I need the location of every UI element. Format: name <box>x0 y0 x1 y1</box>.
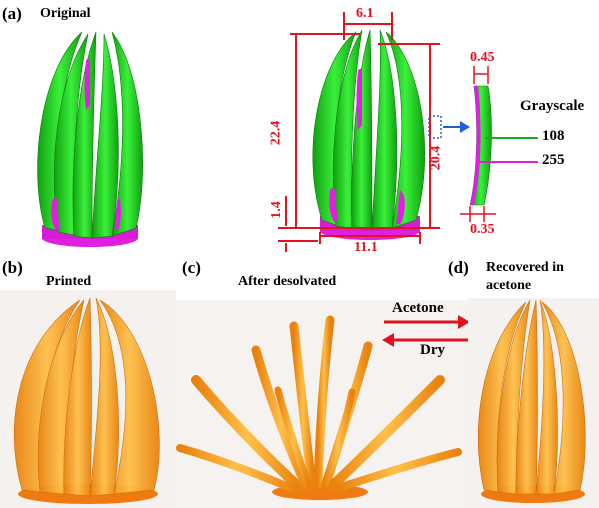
selection-box <box>428 115 442 139</box>
panel-c-caption: After desolvated <box>238 274 337 289</box>
strip-dimension-lines <box>460 66 496 222</box>
dim-base-height: 1.4 <box>268 201 284 219</box>
panel-b-caption: Printed <box>46 274 92 289</box>
process-backward-label: Dry <box>420 342 445 358</box>
dim-strip-top: 0.45 <box>470 50 495 65</box>
grayscale-value-green: 108 <box>542 128 565 144</box>
dimension-lines <box>278 12 440 252</box>
strip-cross-section <box>469 85 492 206</box>
grayscale-title: Grayscale <box>520 98 585 114</box>
panel-d-letter: (d) <box>448 258 469 277</box>
original-cage-model <box>37 31 143 247</box>
process-arrows <box>382 315 470 347</box>
panel-d-caption-line2: acetone <box>486 278 532 293</box>
dim-base-width: 11.1 <box>354 240 378 255</box>
dim-strip-bottom: 0.35 <box>470 222 495 237</box>
panel-c-letter: (c) <box>182 258 201 277</box>
panel-b-letter: (b) <box>2 258 23 277</box>
dim-height-inner: 20.4 <box>428 145 444 171</box>
grayscale-value-magenta: 255 <box>542 152 565 168</box>
printed-cage-photo <box>0 290 176 508</box>
panel-a-caption: Original <box>40 6 91 21</box>
dimensioned-cage-model <box>312 29 425 240</box>
recovered-cage-photo <box>468 298 599 508</box>
zoom-arrow <box>443 121 470 133</box>
panel-a-letter: (a) <box>2 4 22 23</box>
process-forward-label: Acetone <box>392 300 444 316</box>
dim-height-total: 22.4 <box>268 120 284 146</box>
desolvated-flower-photo <box>172 300 470 508</box>
dim-top-width: 6.1 <box>356 6 374 21</box>
panel-d-caption-line1: Recovered in <box>486 260 564 275</box>
